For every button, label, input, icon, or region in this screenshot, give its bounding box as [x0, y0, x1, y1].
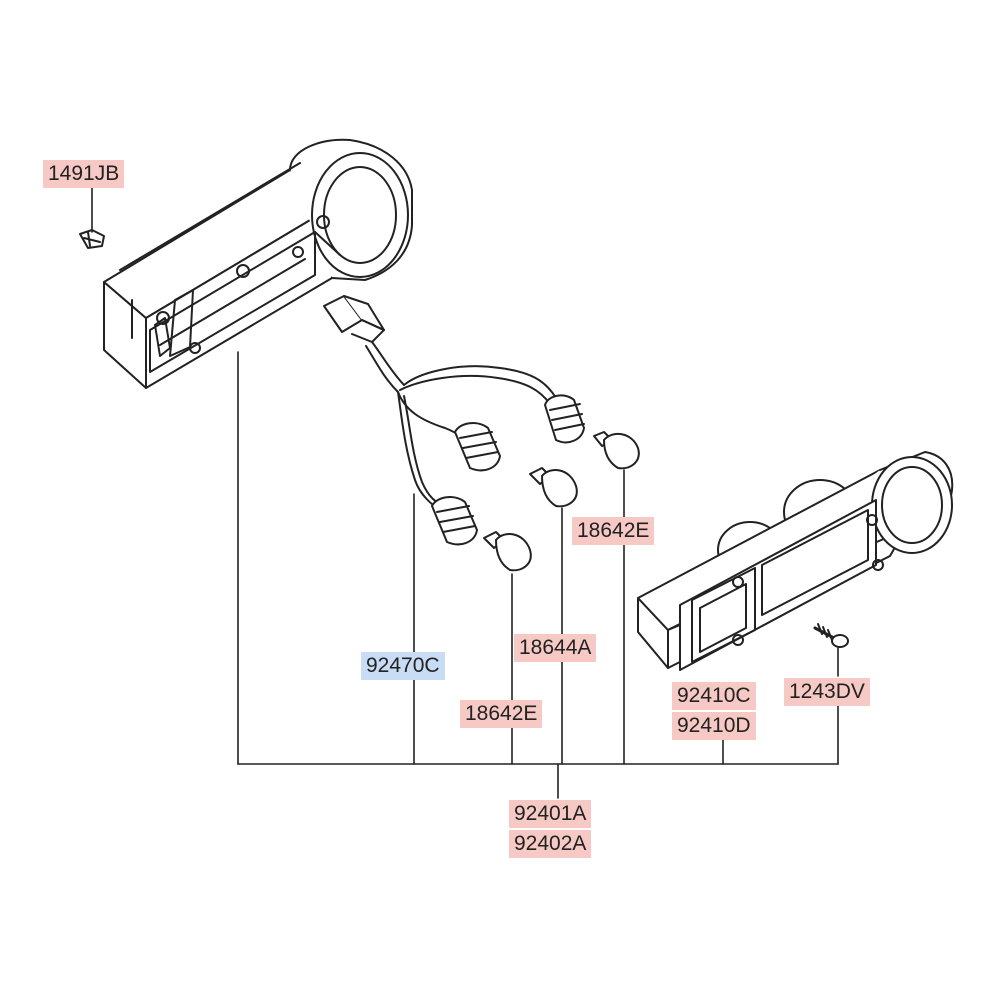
part-label-92470C[interactable]: 92470C — [361, 652, 445, 680]
bulbs — [483, 431, 640, 572]
part-label-1243DV[interactable]: 1243DV — [784, 678, 870, 706]
part-label-pair-92410: 92410C 92410D — [672, 682, 756, 740]
part-label-18642E-top[interactable]: 18642E — [572, 517, 655, 545]
lamp-housing-right — [637, 451, 954, 671]
wiring-harness — [323, 295, 557, 511]
screw-1243DV — [813, 623, 849, 648]
part-label-92410D[interactable]: 92410D — [672, 712, 756, 740]
leader-lines — [91, 187, 839, 799]
part-label-pair-92401: 92401A 92402A — [509, 800, 592, 858]
part-label-18642E-bottom[interactable]: 18642E — [460, 700, 543, 728]
part-label-1491JB[interactable]: 1491JB — [43, 160, 125, 188]
part-label-18644A[interactable]: 18644A — [514, 634, 597, 662]
lamp-housing-left — [103, 138, 413, 389]
label-divider — [672, 710, 756, 712]
label-divider — [509, 828, 592, 830]
part-label-92401A[interactable]: 92401A — [509, 800, 592, 828]
bulb-sockets — [431, 394, 585, 546]
screw-1491JB — [79, 229, 105, 249]
part-label-92402A[interactable]: 92402A — [509, 830, 592, 858]
part-label-92410C[interactable]: 92410C — [672, 682, 756, 710]
